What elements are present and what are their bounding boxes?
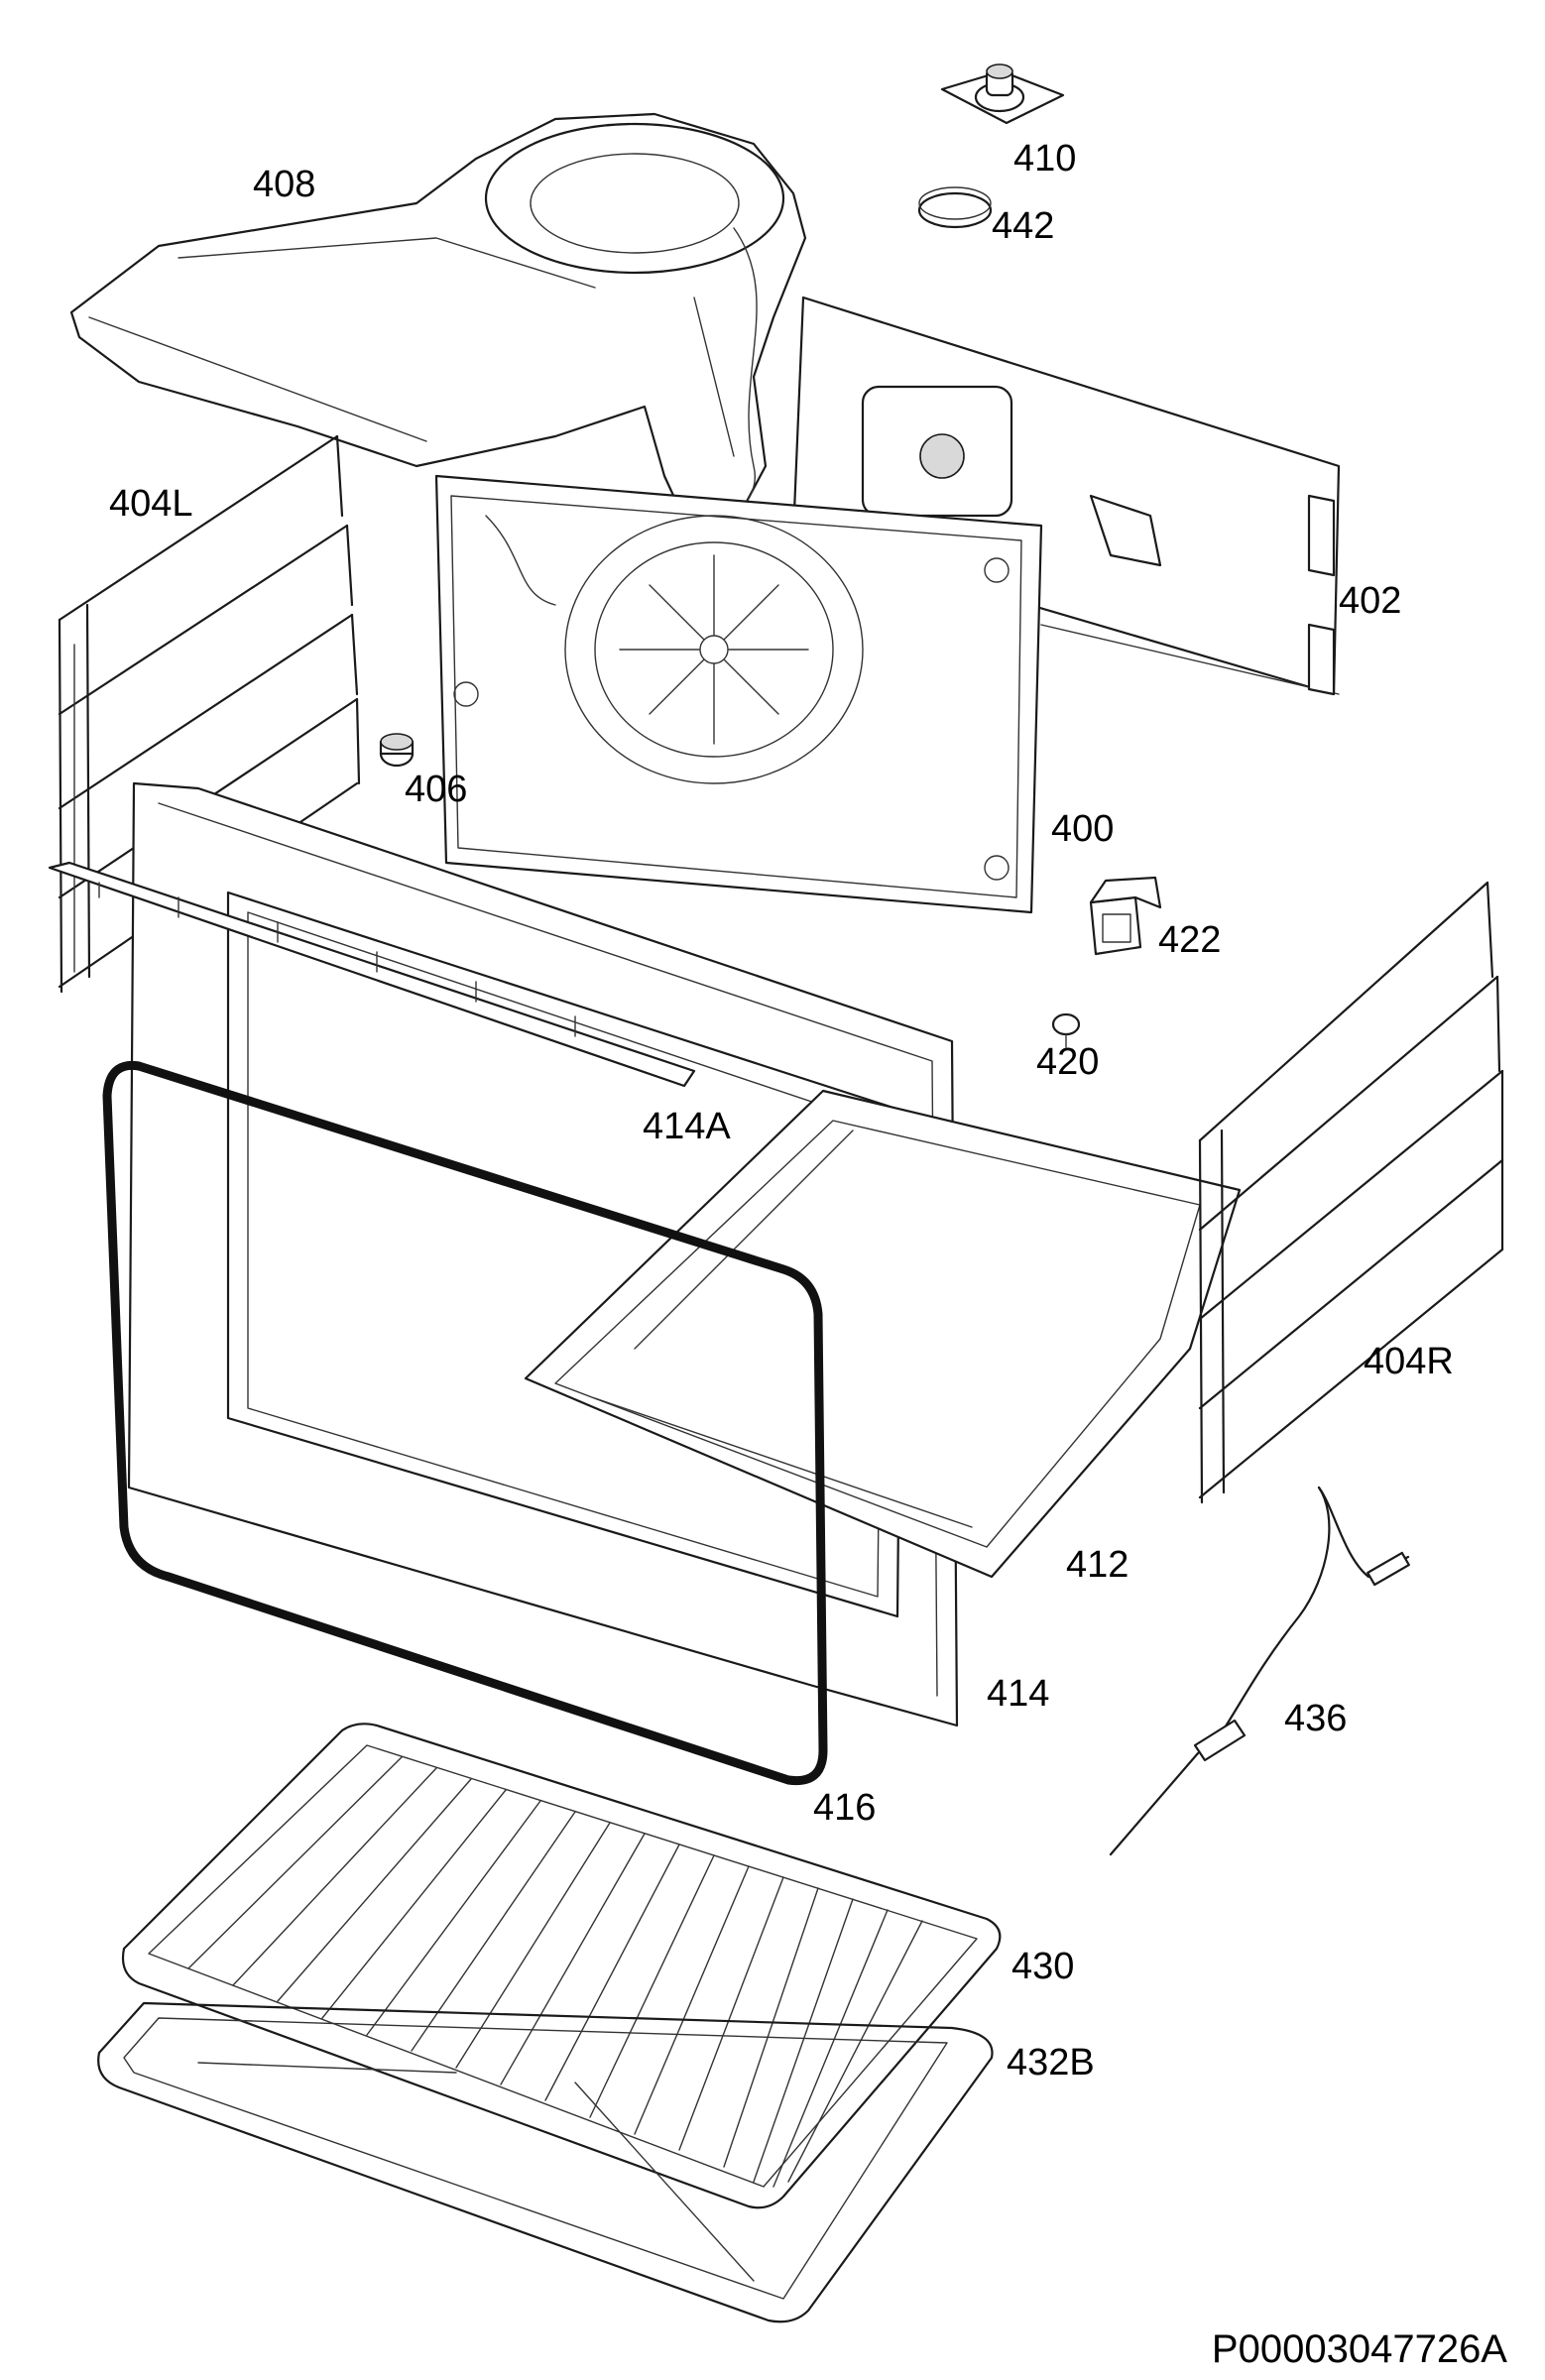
label-404L: 404L [109,483,193,525]
part-412-cavity-floor [524,1089,1242,1579]
part-402-rear-rail [791,296,1341,696]
label-414A: 414A [643,1106,731,1147]
label-400: 400 [1051,808,1114,850]
label-436: 436 [1284,1698,1347,1739]
label-442: 442 [992,205,1054,247]
part-442-disc [917,186,993,229]
part-422-connector [1089,876,1162,956]
part-406-knob [379,733,415,768]
part-416-door-gasket [102,1060,828,1786]
label-404R: 404R [1364,1341,1454,1382]
part-400-back-panel [434,474,1043,914]
label-416: 416 [813,1787,876,1829]
part-414A-rail-strip [48,861,696,1088]
label-414: 414 [987,1673,1049,1715]
label-410: 410 [1013,138,1076,179]
label-412: 412 [1066,1544,1129,1586]
label-422: 422 [1158,919,1221,961]
label-402: 402 [1339,580,1401,622]
label-430: 430 [1011,1946,1074,1987]
part-404L-left-runner [58,434,361,994]
part-430-wire-shelf [121,1723,1002,2209]
part-432B-baking-tray [97,2001,994,2323]
label-432B: 432B [1007,2042,1095,2083]
drawing-reference-number: P00003047726A [1212,2327,1507,2371]
part-404R-right-runner [1198,881,1504,1504]
part-408-top-cover [69,112,807,542]
part-436-temperature-probe [1109,1486,1410,1856]
label-408: 408 [253,164,315,205]
part-420-screw [1051,1012,1081,1048]
label-420: 420 [1036,1041,1099,1083]
part-410-fan-motor-mount [940,63,1065,125]
label-406: 406 [405,769,467,810]
